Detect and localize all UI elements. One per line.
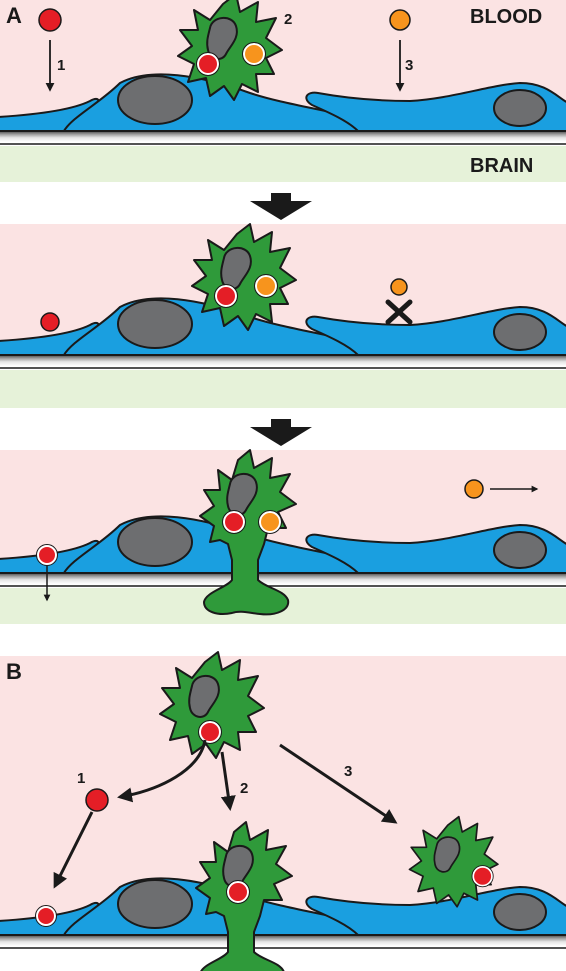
basement-membrane	[0, 572, 566, 584]
red-particle-bound	[40, 312, 60, 332]
brain-region	[0, 370, 566, 408]
down-arrow-icon	[250, 193, 312, 220]
panel-a-row1: A BLOOD BRAIN 1 2 3	[0, 0, 566, 182]
arrow-transmigration	[220, 751, 236, 811]
panel-a-label: A	[6, 3, 22, 28]
step-1-label: 1	[77, 770, 85, 787]
basement-membrane	[0, 130, 566, 142]
step-3-label: 3	[405, 57, 413, 74]
panel-a-row3	[0, 449, 566, 624]
panel-a-row2	[0, 223, 566, 408]
step-1-label: 1	[57, 57, 65, 74]
blood-label: BLOOD	[470, 6, 542, 28]
panel-b-label: B	[6, 659, 22, 684]
leukocyte-transmigrating	[195, 821, 293, 971]
orange-particle	[464, 479, 484, 499]
orange-particle	[389, 9, 411, 31]
basement-membrane	[0, 934, 566, 946]
orange-particle	[390, 278, 408, 296]
arrow-to-cell	[279, 743, 398, 824]
red-particle-vesicle	[36, 906, 56, 926]
x-mark-icon	[385, 299, 413, 325]
step-2-label: 2	[284, 11, 292, 28]
basement-membrane	[0, 354, 566, 366]
brain-label: BRAIN	[470, 155, 533, 177]
leukocyte-transmigrating	[199, 449, 297, 616]
step-3-label: 3	[344, 763, 352, 780]
brain-region	[0, 146, 566, 182]
step-2-label: 2	[240, 780, 248, 797]
red-particle-free	[85, 788, 109, 812]
panel-b: B 1 2 3	[0, 651, 566, 971]
leukocyte	[191, 223, 297, 331]
red-particle-vesicle	[37, 545, 57, 565]
blood-region	[0, 656, 566, 934]
leukocyte	[159, 651, 265, 759]
leukocyte	[177, 0, 283, 101]
down-arrow-icon	[250, 419, 312, 446]
red-particle	[38, 8, 62, 32]
arrow-release	[117, 739, 207, 803]
arrow-uptake	[53, 811, 94, 889]
leukocyte-adherent	[408, 815, 499, 908]
